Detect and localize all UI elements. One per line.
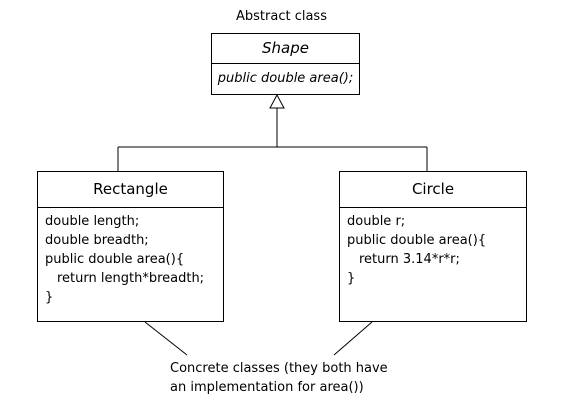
rectangle-member: double length;: [45, 214, 140, 229]
circle-member: return 3.14*r*r;: [359, 252, 460, 267]
rectangle-class-members: double length; double breadth; public do…: [38, 208, 223, 307]
rectangle-member: }: [45, 290, 54, 305]
abstract-class-name: Shape: [212, 34, 359, 64]
rectangle-member: public double area(){: [45, 252, 185, 267]
rectangle-member: return length*breadth;: [57, 271, 205, 286]
rectangle-member: double breadth;: [45, 233, 149, 248]
circle-class-members: double r; public double area(){ return 3…: [340, 208, 526, 288]
annotation-pointer-rectangle: [144, 321, 188, 356]
abstract-class-box: Shape public double area();: [211, 33, 360, 95]
circle-class-box: Circle double r; public double area(){ r…: [339, 171, 527, 322]
circle-member: }: [347, 271, 356, 286]
concrete-caption-line: an implementation for area()): [170, 380, 364, 395]
inheritance-arrowhead: [269, 93, 285, 109]
circle-member: public double area(){: [347, 233, 487, 248]
rectangle-class-name: Rectangle: [38, 172, 223, 208]
circle-class-name: Circle: [340, 172, 526, 208]
circle-member: double r;: [347, 214, 406, 229]
abstract-class-caption: Abstract class: [236, 9, 327, 24]
concrete-classes-caption: Concrete classes (they both have an impl…: [170, 359, 388, 397]
concrete-caption-line: Concrete classes (they both have: [170, 361, 388, 376]
abstract-class-members: public double area();: [212, 64, 359, 93]
rectangle-class-box: Rectangle double length; double breadth;…: [37, 171, 224, 322]
annotation-pointer-circle: [333, 321, 373, 356]
abstract-method: public double area();: [217, 71, 354, 86]
